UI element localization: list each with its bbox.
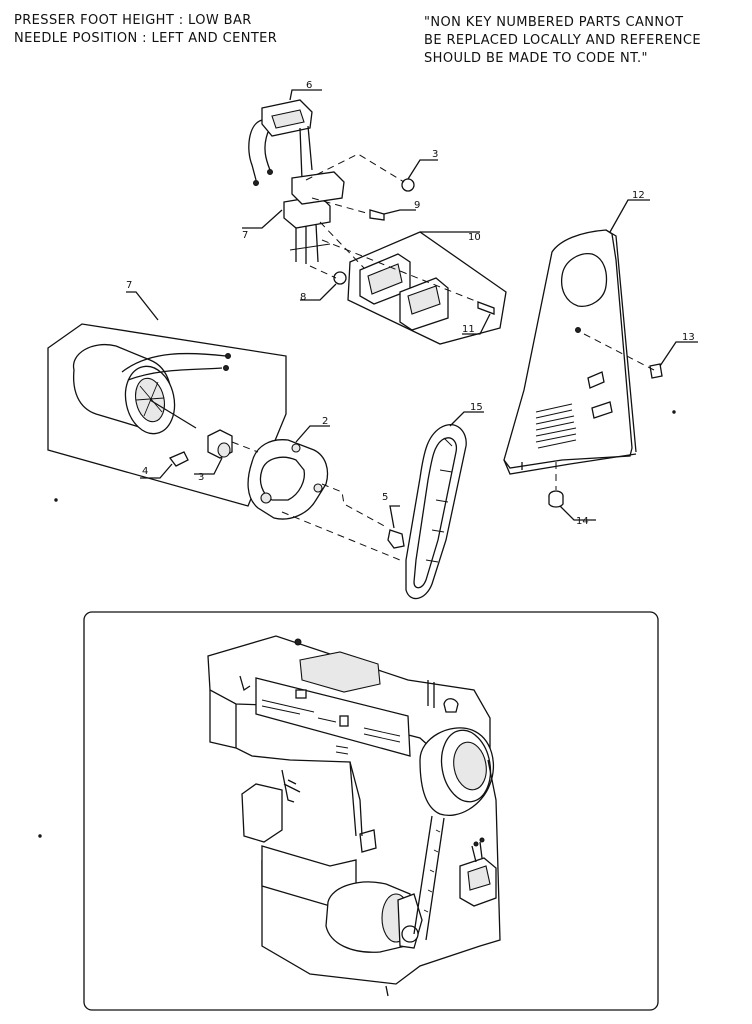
callout-13: 13 — [682, 332, 695, 343]
callout-4: 4 — [142, 466, 148, 477]
callout-8: 8 — [300, 292, 306, 303]
callout-3-upper: 3 — [432, 149, 438, 160]
callout-14: 14 — [576, 516, 589, 527]
part-8-screw — [300, 271, 347, 301]
replacement-note-line-1: "NON KEY NUMBERED PARTS CANNOT — [424, 15, 684, 30]
part-3-upper-screw — [401, 159, 438, 192]
guide-line — [321, 239, 479, 303]
callout-11: 11 — [462, 324, 475, 335]
guide-line — [583, 333, 655, 371]
part-6-switch-assembly — [248, 89, 322, 186]
callout-7-upper: 7 — [242, 230, 248, 241]
guide-line — [231, 441, 259, 453]
part-13-screw — [649, 341, 698, 379]
replacement-note-line-3: SHOULD BE MADE TO CODE NT." — [424, 51, 648, 66]
part-15-drive-belt — [405, 411, 484, 600]
guide-line — [281, 511, 401, 561]
part-9-screw — [369, 209, 416, 221]
callout-12: 12 — [632, 190, 645, 201]
header-right-notes: "NON KEY NUMBERED PARTS CANNOT BE REPLAC… — [424, 14, 701, 68]
part-12-side-cover — [503, 199, 650, 475]
header-left-notes: PRESSER FOOT HEIGHT : LOW BAR NEEDLE POS… — [14, 12, 277, 48]
motor-assembly-frame — [47, 323, 287, 507]
callout-5: 5 — [382, 492, 388, 503]
callout-9: 9 — [414, 200, 420, 211]
needle-position-note: NEEDLE POSITION : LEFT AND CENTER — [14, 31, 278, 46]
part-7-upper-bracket — [242, 171, 345, 264]
guide-line — [319, 221, 365, 269]
part-4-set-screw — [140, 451, 189, 479]
leader-line — [126, 291, 159, 321]
machine-overview-inset — [83, 611, 659, 1011]
callout-7-motor: 7 — [126, 280, 132, 291]
part-14-foot — [548, 490, 596, 521]
part-2-mounting-plate — [247, 425, 330, 520]
callout-3-lower: 3 — [198, 472, 204, 483]
replacement-note-line-2: BE REPLACED LOCALLY AND REFERENCE — [424, 33, 701, 48]
guide-line — [311, 197, 371, 215]
guide-line — [309, 265, 337, 279]
part-3-lower-pulley — [194, 429, 233, 475]
part-10-terminal-block-group — [347, 231, 507, 345]
callout-10: 10 — [468, 232, 481, 243]
part-5-screw — [387, 505, 405, 549]
motor-body — [72, 344, 231, 435]
callout-15: 15 — [470, 402, 483, 413]
guide-line — [321, 483, 389, 529]
callout-2: 2 — [322, 416, 328, 427]
callout-6: 6 — [306, 80, 312, 91]
presser-foot-height-note: PRESSER FOOT HEIGHT : LOW BAR — [14, 13, 252, 28]
